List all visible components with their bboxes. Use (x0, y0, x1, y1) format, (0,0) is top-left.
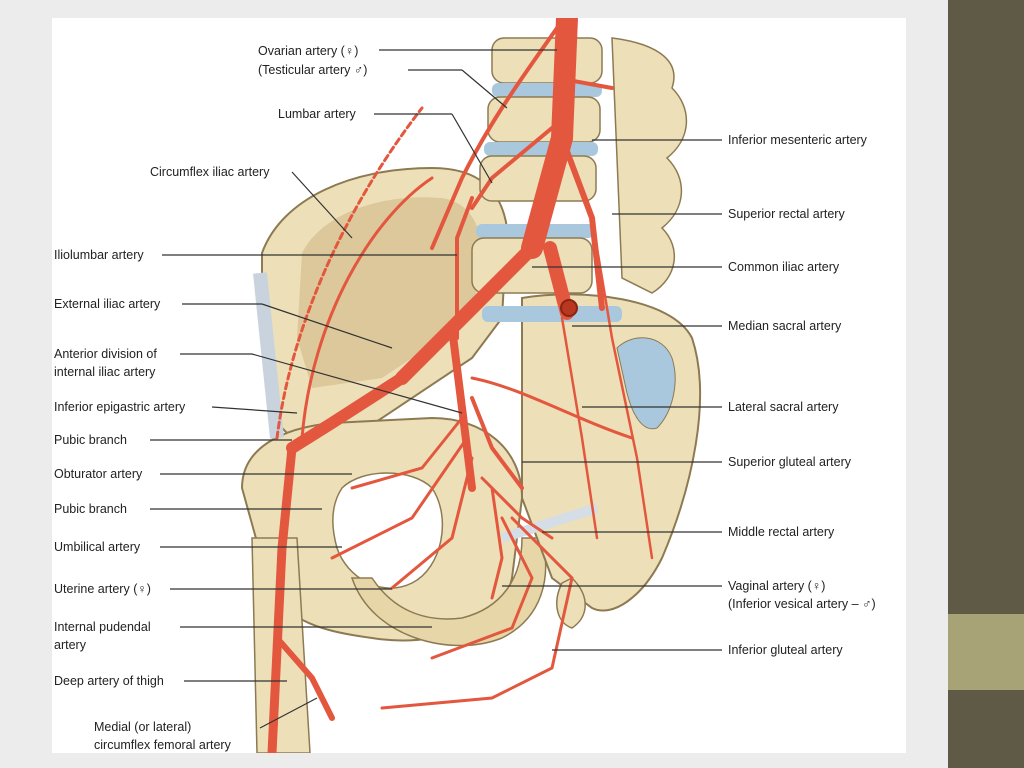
label-median-sacral-artery: Median sacral artery (728, 319, 842, 333)
label-medial-circumflex-line2: circumflex femoral artery (94, 738, 231, 752)
internal-pudendal-vessel (430, 516, 534, 660)
iliolumbar-vessel (455, 196, 474, 340)
label-inferior-mesenteric-artery: Inferior mesenteric artery (728, 133, 867, 147)
label-inferior-vesical-artery: (Inferior vesical artery – ♂) (728, 597, 876, 611)
sacrospinous-ligament (500, 503, 599, 543)
spinous-processes (611, 37, 688, 294)
ovarian-vessel (430, 26, 559, 250)
lumbar-vessel-2 (470, 126, 554, 210)
sacroiliac-joint (616, 337, 676, 430)
intervertebral-disc-4 (482, 306, 622, 322)
external-iliac-artery-vessel (286, 372, 408, 454)
label-uterine-artery: Uterine artery (♀) (54, 582, 151, 596)
label-inferior-epigastric-artery: Inferior epigastric artery (54, 400, 186, 414)
internal-iliac-trunk (448, 324, 476, 492)
label-superior-rectal-artery: Superior rectal artery (728, 207, 845, 221)
label-iliolumbar-artery: Iliolumbar artery (54, 248, 144, 262)
label-lateral-sacral-artery: Lateral sacral artery (728, 400, 839, 414)
label-anterior-division-line1: Anterior division of (54, 347, 157, 361)
circumflex-iliac-dashed (275, 106, 424, 440)
femoral-artery (267, 443, 297, 753)
lateral-sacral-vessel (470, 376, 634, 440)
inguinal-ligament (253, 272, 284, 439)
label-umbilical-artery: Umbilical artery (54, 540, 141, 554)
deep-femoral-branch (274, 635, 335, 721)
sacrum (521, 293, 701, 612)
leader-testicular-b (461, 69, 508, 109)
leader-medial-circumflex (259, 697, 318, 729)
vaginal-vessel (490, 486, 504, 600)
umbilical-vessel (330, 436, 469, 560)
common-iliac-right (395, 241, 539, 385)
label-internal-pudendal-line1: Internal pudendal (54, 620, 151, 634)
uterine-vessel (390, 456, 474, 590)
lumbar-vessel-1 (555, 76, 614, 90)
pelvic-arteries-figure: Ovarian artery (♀) (Testicular artery ♂)… (52, 18, 906, 753)
leader-circumflex (291, 171, 353, 239)
obturator-vessel (350, 416, 464, 490)
label-internal-pudendal-line2: artery (54, 638, 86, 652)
label-external-iliac-artery: External iliac artery (54, 297, 161, 311)
label-vaginal-artery: Vaginal artery (♀) (728, 579, 826, 593)
label-middle-rectal-artery: Middle rectal artery (728, 525, 835, 539)
leader-external-b (261, 303, 393, 349)
median-sacral-vessel (560, 316, 599, 540)
label-pubic-branch-upper: Pubic branch (54, 433, 127, 447)
label-anterior-division-line2: internal iliac artery (54, 365, 156, 379)
superior-gluteal-vessel (470, 396, 524, 490)
intervertebral-disc-2 (484, 142, 598, 156)
circumflex-iliac-vessel (300, 176, 434, 440)
leader-epigastric (211, 406, 298, 414)
label-lumbar-artery: Lumbar artery (278, 107, 356, 121)
label-circumflex-iliac-artery: Circumflex iliac artery (150, 165, 270, 179)
slide-side-block (948, 614, 1024, 690)
label-deep-artery-of-thigh: Deep artery of thigh (54, 674, 164, 688)
label-testicular-artery: (Testicular artery ♂) (258, 63, 368, 77)
label-obturator-artery: Obturator artery (54, 467, 143, 481)
common-iliac-cut-end (560, 299, 578, 317)
superior-rectal-vessel (590, 216, 654, 560)
label-pubic-branch-lower: Pubic branch (54, 502, 127, 516)
label-common-iliac-artery: Common iliac artery (728, 260, 840, 274)
middle-rectal-vessel (480, 476, 554, 540)
leader-lumbar-b (451, 113, 493, 184)
label-superior-gluteal-artery: Superior gluteal artery (728, 455, 851, 469)
label-ovarian-artery: Ovarian artery (♀) (258, 44, 359, 58)
label-inferior-gluteal-artery: Inferior gluteal artery (728, 643, 843, 657)
anatomy-illustration (150, 18, 722, 753)
leader-anterior-b (251, 353, 463, 414)
inferior-gluteal-vessel (380, 516, 574, 710)
label-medial-circumflex-line1: Medial (or lateral) (94, 720, 192, 734)
